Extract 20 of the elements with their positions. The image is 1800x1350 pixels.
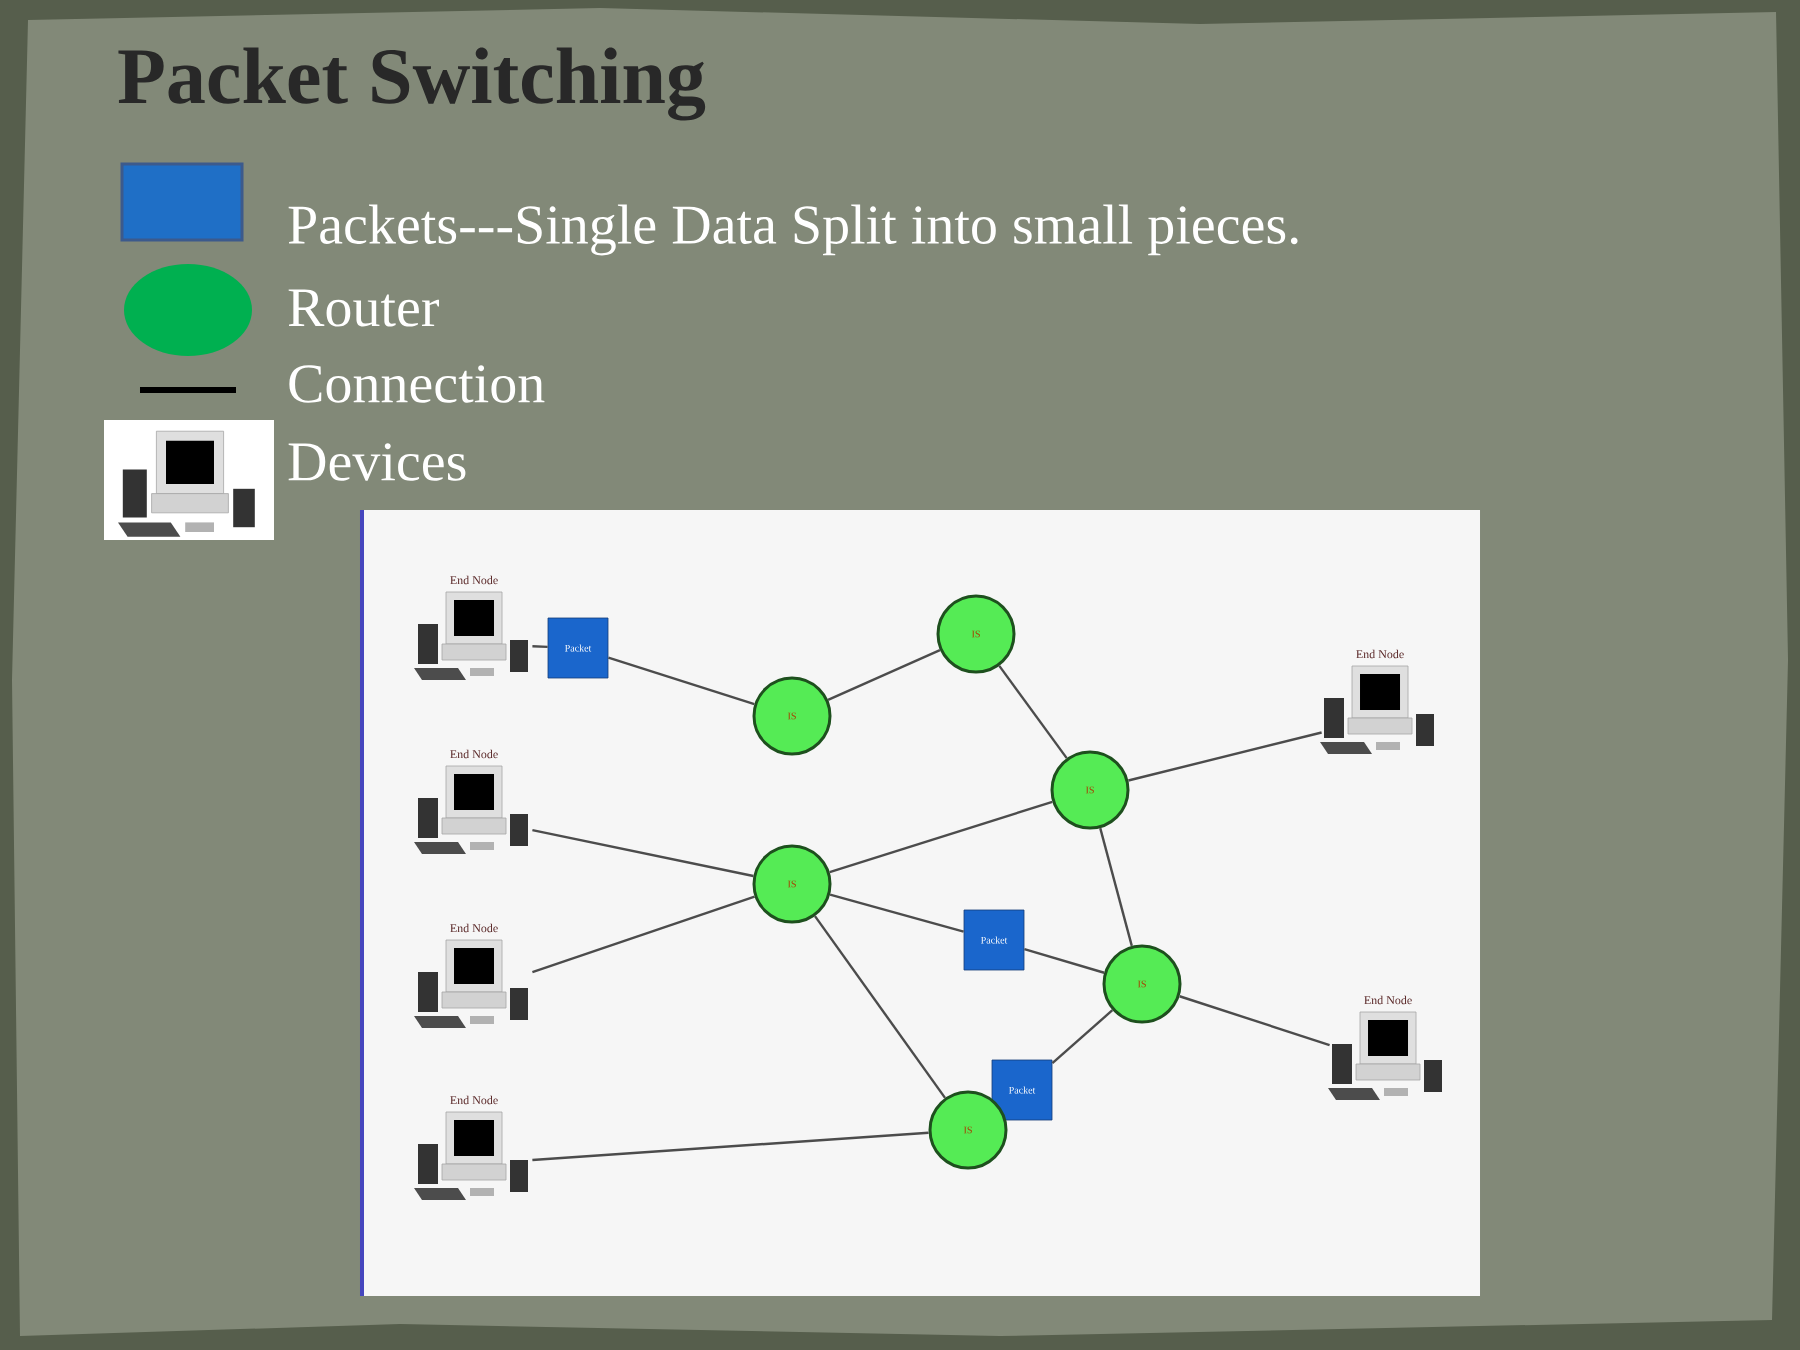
connection-line bbox=[1051, 1009, 1114, 1065]
legend-text: Connection bbox=[289, 365, 545, 403]
connection-line bbox=[827, 649, 941, 702]
connection-line bbox=[1179, 995, 1330, 1047]
connection-line bbox=[532, 895, 755, 974]
connection-line bbox=[829, 893, 964, 933]
connection-line bbox=[814, 915, 946, 1099]
legend-text: Router bbox=[288, 289, 439, 327]
connection-line bbox=[532, 828, 754, 878]
legend-text: Packets---Single Data Split into small pieces. bbox=[288, 204, 1298, 256]
connection-line bbox=[998, 665, 1068, 759]
legend-text: Devices bbox=[288, 443, 466, 481]
connection-line bbox=[829, 800, 1053, 874]
connection-line bbox=[608, 656, 755, 706]
connection-line bbox=[532, 645, 548, 649]
title: Packet Switching bbox=[118, 47, 706, 121]
connection-line bbox=[1024, 947, 1105, 974]
connection-line bbox=[1128, 731, 1322, 782]
connection-line bbox=[532, 1131, 929, 1162]
connection-line bbox=[1099, 827, 1133, 947]
